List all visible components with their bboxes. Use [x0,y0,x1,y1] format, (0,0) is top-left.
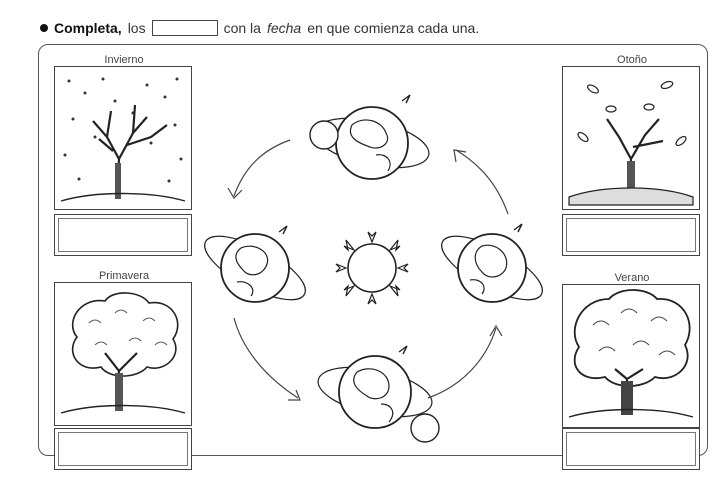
exercise-frame [38,44,708,456]
answer-inner-border [58,218,188,252]
autumn-tree-picture [562,66,700,210]
autumn-tree-icon [568,80,694,206]
instruction-part2: con la [223,20,261,36]
earth-right-icon [441,223,543,303]
season-verano-answer-box[interactable] [562,428,700,470]
season-otono-label: Otoño [617,54,647,66]
arrow-top-right-icon [455,149,509,215]
season-verano-label: Verano [614,272,650,284]
instruction-italic: fecha [266,20,302,36]
spring-tree-icon [60,292,186,414]
summer-tree-picture [562,284,700,428]
arrow-top-left-icon [233,139,291,197]
winter-tree-picture [54,66,192,210]
arrow-bottom-right-head [489,324,503,337]
sun-icon [335,231,409,305]
earth-left-icon [204,225,306,303]
spring-tree-picture [54,282,192,426]
arrow-top-right-head [453,149,467,163]
season-invierno-answer-box[interactable] [54,214,192,256]
summer-tree-icon [568,289,694,418]
season-primavera-label: Primavera [98,270,150,282]
season-invierno-label: Invierno [104,54,144,66]
answer-inner-border [566,432,696,466]
instruction-lead: Completa, [54,20,122,36]
earth-bottom-icon [317,345,440,443]
arrow-top-left-head [227,187,243,199]
arrow-bottom-right-icon [427,327,497,399]
instruction-blank-box [151,20,218,36]
answer-inner-border [566,218,696,252]
winter-tree-icon [60,77,186,202]
instruction-part3: en que comienza cada una. [307,20,480,36]
bullet-icon [40,24,48,32]
arrow-bottom-left-icon [233,317,299,399]
earth-top-icon [309,94,430,180]
season-primavera-answer-box[interactable] [54,428,192,470]
arrow-bottom-left-head [288,389,301,401]
season-otono-answer-box[interactable] [562,214,700,256]
instruction-part1: los [127,20,146,36]
answer-inner-border [58,432,188,466]
instruction-line: Completa, los con la fecha en que comien… [40,18,479,38]
